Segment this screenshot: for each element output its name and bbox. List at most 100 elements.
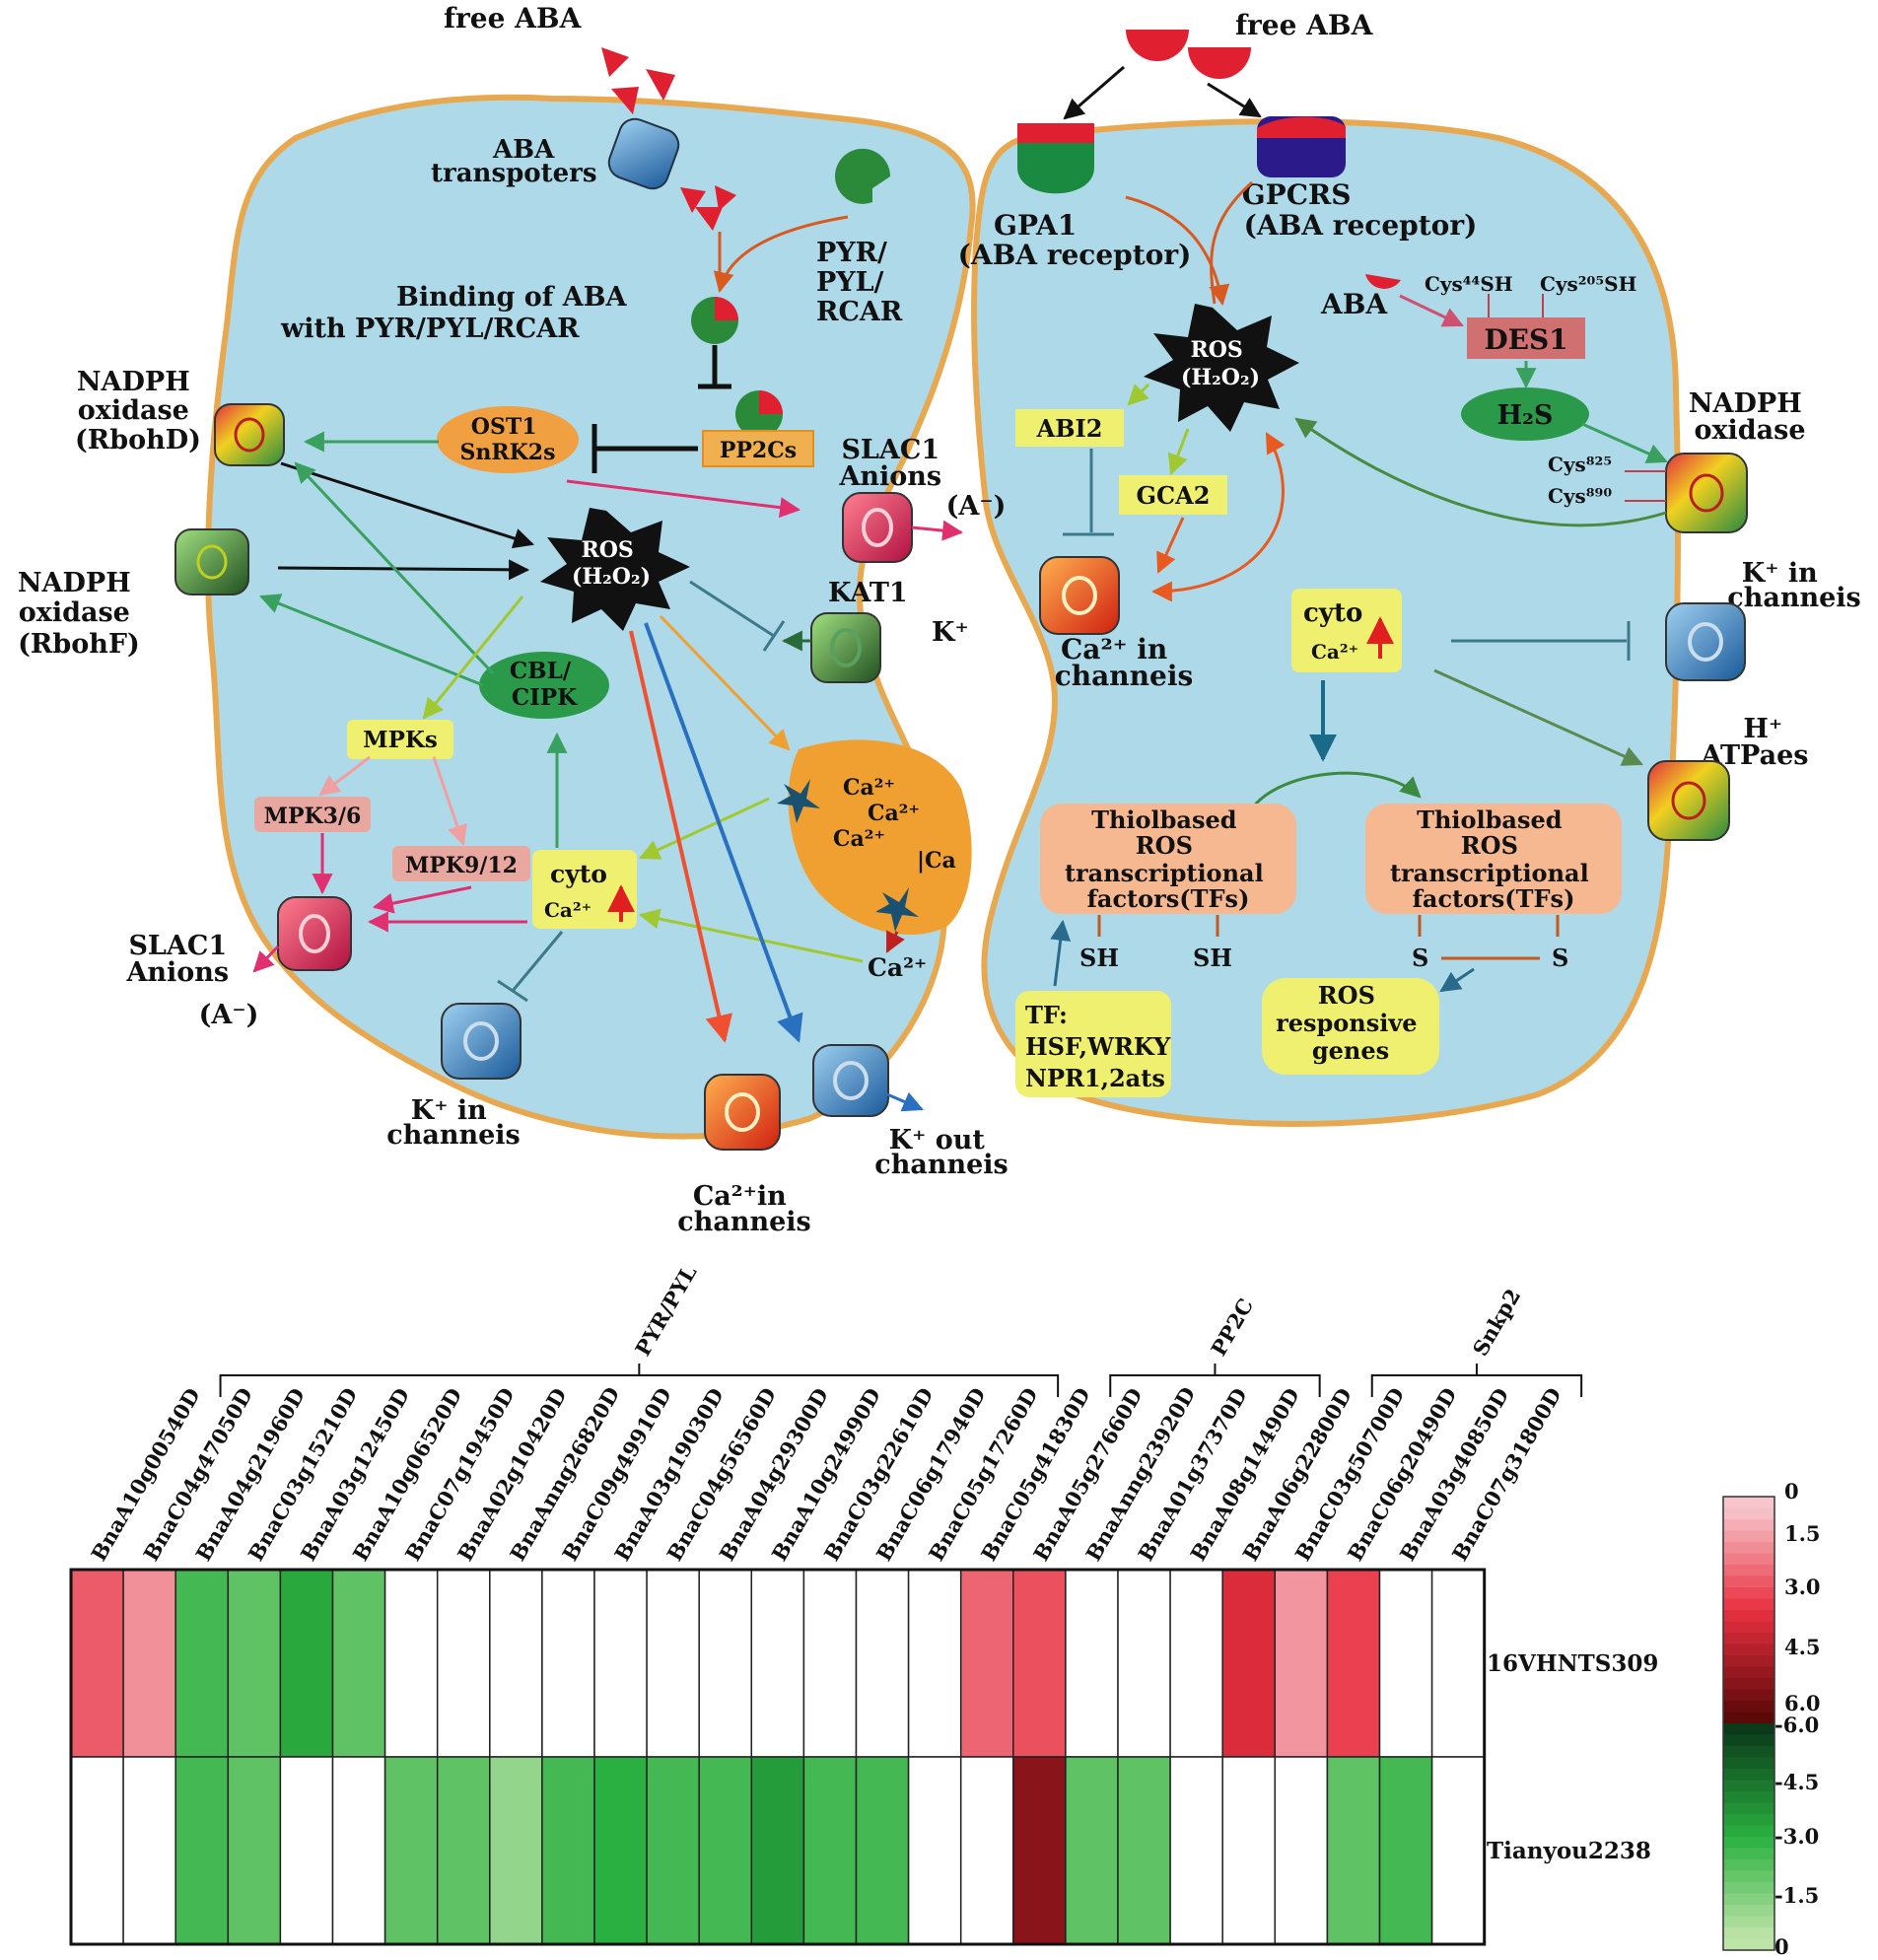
- heatmap-cell: [1430, 1569, 1486, 1758]
- heatmap-border: [69, 1568, 1487, 1946]
- colorbar-segment: [1723, 1701, 1774, 1713]
- heatmap-cell: [436, 1756, 491, 1945]
- heatmap-cell: [1378, 1569, 1433, 1758]
- colorbar-segment: [1723, 1610, 1774, 1622]
- gpcrs-receptor-icon: [1257, 116, 1346, 177]
- colorbar-segment: [1723, 1575, 1774, 1588]
- heatmap-cell: [489, 1756, 543, 1945]
- colorbar-tick-label: 1.5: [1784, 1521, 1821, 1546]
- heatmap-cell: [646, 1756, 700, 1945]
- ca-store-label: |Ca: [917, 848, 956, 874]
- colorbar-tick-label: -1.5: [1774, 1883, 1819, 1908]
- mpks-label: MPKs: [363, 727, 438, 753]
- ca-out-label: Ca²⁺: [868, 953, 927, 982]
- des1-label: DES1: [1484, 323, 1567, 356]
- k-out-channel-icon: [812, 1044, 924, 1117]
- right-ros-icon: [1144, 304, 1299, 432]
- colorbar-segment: [1723, 1497, 1774, 1508]
- colorbar-segment: [1723, 1825, 1774, 1838]
- h2s-label: H₂S: [1497, 400, 1554, 431]
- heatmap-cell: [959, 1756, 1014, 1945]
- ost1-label: OST1 SnRK2s: [460, 414, 556, 465]
- colorbar-segment: [1723, 1916, 1774, 1928]
- heatmap-cell: [646, 1569, 700, 1758]
- right-ca-in-channels-label: Ca²⁺ in channeis: [1055, 633, 1193, 692]
- tf-box-2: [1365, 804, 1622, 914]
- sh-left-label: SH: [1079, 944, 1119, 972]
- right-nadph-label: NADPH oxidase: [1689, 388, 1811, 446]
- colorbar-tick-label: -4.5: [1774, 1770, 1819, 1794]
- tf-list-box: [1015, 991, 1171, 1097]
- left-k-in-channel-icon: [441, 1003, 522, 1080]
- colorbar-segment: [1723, 1882, 1774, 1894]
- heatmap-cell: [1012, 1569, 1067, 1758]
- colorbar-tick-label: 4.5: [1784, 1635, 1821, 1659]
- left-ros-icon: [540, 508, 690, 631]
- heatmap-cell: [593, 1756, 648, 1945]
- colorbar-segment: [1723, 1905, 1774, 1917]
- heatmap-cell: [227, 1756, 282, 1945]
- s-right-label: S: [1552, 944, 1568, 972]
- colorbar-segment: [1723, 1814, 1774, 1826]
- right-cyto-ca-box: [1291, 589, 1402, 672]
- heatmap-cell: [1430, 1756, 1486, 1945]
- left-free-aba-label: free ABA: [444, 2, 583, 35]
- colorbar-tick-label: 0: [1774, 1934, 1789, 1959]
- k-out-channels-label: K⁺ out channeis: [874, 1125, 1008, 1180]
- gpa1-label: GPA1 (ABA receptor): [958, 209, 1192, 271]
- colorbar-segment: [1723, 1598, 1774, 1611]
- left-k-in-channels-label: K⁺ in channeis: [386, 1095, 520, 1151]
- aba-transporter-icon: [607, 117, 680, 190]
- tf-list-label: TF: HSF,WRKY NPR1,2ats: [1025, 1001, 1179, 1092]
- heatmap-cell: [959, 1569, 1014, 1758]
- colorbar-segment: [1723, 1870, 1774, 1883]
- heatmap-cell: [436, 1569, 491, 1758]
- right-aba-small-icon: [1365, 274, 1401, 289]
- heatmap-cell: [279, 1569, 334, 1758]
- aba-transporters-label: ABA transpoters: [431, 135, 597, 188]
- heatmap-cell: [750, 1569, 805, 1758]
- gca2-label: GCA2: [1137, 481, 1211, 510]
- left-ca-in-channels-label: Ca²⁺in channeis: [677, 1181, 810, 1237]
- colorbar-segment: [1723, 1938, 1774, 1951]
- heatmap-cell: [593, 1569, 648, 1758]
- mpks-box: [347, 720, 453, 759]
- colorbar-segment: [1723, 1621, 1774, 1634]
- heatmap-cell: [1221, 1569, 1277, 1758]
- heatmap-cell: [907, 1569, 962, 1758]
- nadph-rbohf-label: NADPH oxidase (RbohF): [18, 568, 140, 660]
- colorbar-segment: [1723, 1689, 1774, 1702]
- heatmap-cell: [227, 1569, 282, 1758]
- heatmap-cell: [383, 1569, 439, 1758]
- heatmap-cell: [802, 1756, 858, 1945]
- heatmap-cell: [855, 1756, 910, 1945]
- aba-pyr-complex-icon: [691, 297, 783, 438]
- heatmap-cell: [1326, 1756, 1381, 1945]
- ost1-box: [437, 406, 579, 473]
- cbl-cipk-label: CBL/ CIPK: [510, 658, 579, 711]
- cbl-cipk-box: [479, 652, 609, 719]
- heatmap-cell: [1117, 1569, 1171, 1758]
- colorbar-segment: [1723, 1542, 1774, 1554]
- expression-heatmap: 16VHNTS309Tianyou2238BnaA10g00540DBnaC04…: [69, 1261, 1821, 1959]
- heatmap-cell: [279, 1756, 334, 1945]
- colorbar-segment: [1723, 1780, 1774, 1792]
- colorbar-segment: [1723, 1746, 1774, 1758]
- ros-genes-box: [1262, 978, 1439, 1075]
- h-atpase-label: H⁺ ATPaes: [1700, 714, 1808, 771]
- kat1-label: KAT1: [828, 578, 908, 608]
- tf-box-2-label: Thiolbased ROS transcriptional factors(T…: [1390, 805, 1597, 913]
- colorbar-segment: [1723, 1769, 1774, 1781]
- tf-box-1: [1040, 804, 1296, 914]
- right-nadph-icon: [1665, 453, 1748, 533]
- colorbar-segment: [1723, 1893, 1774, 1906]
- vacuole-store: [788, 739, 972, 935]
- heatmap-cell: [698, 1756, 753, 1945]
- colorbar-border: [1722, 1496, 1775, 1951]
- left-ca-in-channel-icon: [704, 1074, 781, 1151]
- colorbar-segment: [1723, 1678, 1774, 1690]
- heatmap-cell: [1274, 1569, 1329, 1758]
- mpk912-box: [392, 846, 530, 881]
- h2s-box: [1461, 387, 1589, 441]
- heatmap-cell: [541, 1756, 595, 1945]
